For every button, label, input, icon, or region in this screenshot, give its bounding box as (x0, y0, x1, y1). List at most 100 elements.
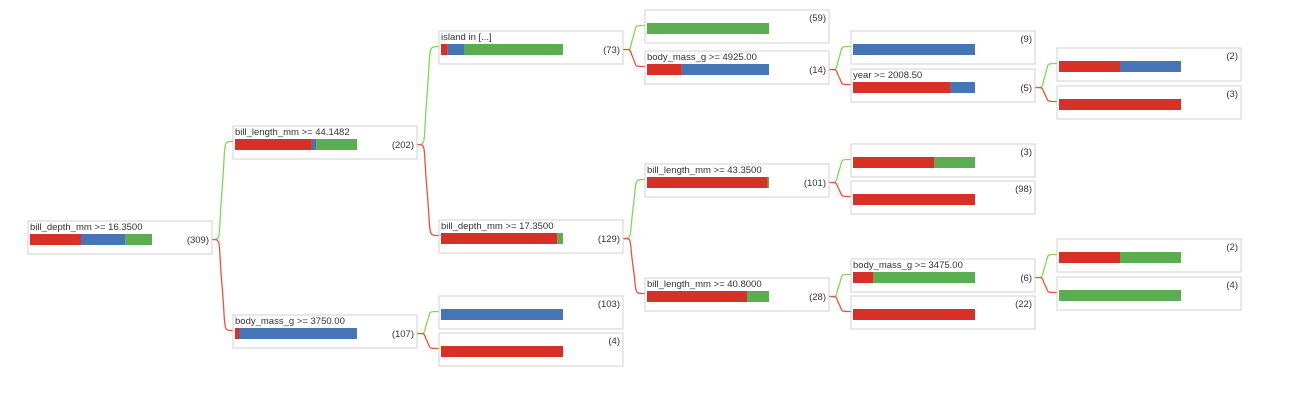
distribution-segment-class-c (767, 177, 769, 188)
distribution-segment-class-b (1120, 61, 1181, 72)
tree-node-n17[interactable]: (2) (1056, 47, 1242, 82)
distribution-segment-class-a (441, 44, 448, 55)
distribution-segment-class-b (311, 139, 317, 150)
node-sample-count: (129) (598, 234, 620, 245)
distribution-segment-class-c (1059, 290, 1181, 301)
distribution-segment-class-c (316, 139, 357, 150)
distribution-segment-class-b (239, 328, 357, 339)
node-sample-count: (14) (809, 65, 826, 76)
edge-n0-n1-true-branch (211, 140, 234, 241)
edge-n9-n13-true-branch (828, 158, 852, 184)
distribution-segment-class-a (235, 328, 240, 339)
node-sample-count: (3) (1226, 89, 1238, 100)
tree-node-n2[interactable]: body_mass_g >= 3750.00 (107) (232, 314, 418, 349)
edge-n3-n7-true-branch (622, 24, 646, 51)
node-sample-count: (73) (603, 45, 620, 56)
tree-edges (211, 24, 1058, 350)
node-sample-count: (6) (1020, 273, 1032, 284)
node-sample-count: (59) (809, 13, 826, 24)
distribution-segment-class-b (681, 64, 769, 75)
node-sample-count: (202) (392, 140, 414, 151)
node-sample-count: (107) (392, 329, 414, 340)
distribution-segment-class-a (235, 139, 312, 150)
tree-node-n10[interactable]: bill_length_mm >= 40.8000(28) (644, 277, 830, 312)
edge-n1-n4-false-branch (416, 143, 440, 237)
node-sample-count: (4) (1226, 280, 1238, 291)
node-split-label: year >= 2008.50 (853, 70, 922, 81)
node-split-label: body_mass_g >= 4925.00 (647, 52, 757, 63)
node-split-label: bill_length_mm >= 44.1482 (235, 127, 350, 138)
node-sample-count: (101) (804, 178, 826, 189)
distribution-segment-class-a (647, 64, 682, 75)
distribution-segment-class-c (1120, 252, 1181, 263)
tree-node-n5[interactable]: (103) (438, 295, 624, 330)
distribution-segment-class-b (441, 309, 563, 320)
node-sample-count: (5) (1020, 83, 1032, 94)
node-split-label: body_mass_g >= 3750.00 (235, 316, 345, 327)
distribution-segment-class-c (934, 157, 975, 168)
edge-n1-n3-true-branch (416, 45, 440, 146)
edge-n2-n5-true-branch (416, 310, 440, 335)
distribution-segment-class-a (853, 82, 951, 93)
distribution-segment-class-a (853, 272, 874, 283)
tree-node-n8[interactable]: body_mass_g >= 4925.00 (14) (644, 50, 830, 85)
node-split-label: bill_length_mm >= 43.3500 (647, 165, 762, 176)
tree-node-n20[interactable]: (4) (1056, 276, 1242, 311)
tree-node-n13[interactable]: (3) (850, 143, 1036, 178)
distribution-segment-class-a (1059, 99, 1181, 110)
edge-n0-n2-false-branch (211, 238, 234, 332)
edge-n4-n10-false-branch (622, 237, 646, 295)
node-split-label: bill_depth_mm >= 17.3500 (441, 221, 554, 232)
node-sample-count: (22) (1015, 299, 1032, 310)
tree-node-n12[interactable]: year >= 2008.50 (5) (850, 68, 1036, 103)
distribution-segment-class-c (125, 234, 152, 245)
tree-node-n14[interactable]: (98) (850, 180, 1036, 215)
distribution-segment-class-b (853, 44, 975, 55)
edge-n12-n17-true-branch (1034, 62, 1058, 89)
tree-node-n6[interactable]: (4) (438, 332, 624, 367)
distribution-segment-class-a (441, 346, 563, 357)
node-sample-count: (4) (608, 336, 620, 347)
tree-node-n7[interactable]: (59) (644, 9, 830, 44)
node-sample-count: (2) (1226, 242, 1238, 253)
distribution-segment-class-a (853, 157, 935, 168)
tree-node-n3[interactable]: island in [...](73) (438, 30, 624, 65)
node-sample-count: (3) (1020, 147, 1032, 158)
tree-node-n9[interactable]: bill_length_mm >= 43.3500 (101) (644, 163, 830, 198)
tree-node-n4[interactable]: bill_depth_mm >= 17.3500 (129) (438, 219, 624, 254)
edge-n8-n12-false-branch (828, 68, 852, 86)
distribution-segment-class-a (647, 177, 768, 188)
distribution-segment-class-a (1059, 61, 1120, 72)
edge-n15-n20-false-branch (1034, 276, 1058, 294)
distribution-segment-class-c (557, 233, 563, 244)
distribution-segment-class-a (1059, 252, 1120, 263)
distribution-segment-class-c (647, 23, 769, 34)
tree-node-n16[interactable]: (22) (850, 295, 1036, 330)
distribution-segment-class-a (441, 233, 558, 244)
distribution-segment-class-a (30, 234, 81, 245)
distribution-segment-class-c (464, 44, 563, 55)
edge-n15-n19-true-branch (1034, 253, 1058, 279)
tree-node-n1[interactable]: bill_length_mm >= 44.1482 (202) (232, 125, 418, 160)
edge-n10-n15-true-branch (828, 273, 852, 298)
edge-n8-n11-true-branch (828, 45, 852, 71)
edge-n10-n16-false-branch (828, 295, 852, 313)
distribution-segment-class-c (747, 291, 769, 302)
node-split-label: bill_depth_mm >= 16.3500 (30, 222, 143, 233)
tree-node-n11[interactable]: (9) (850, 30, 1036, 65)
distribution-segment-class-a (647, 291, 748, 302)
edge-n2-n6-false-branch (416, 332, 440, 350)
node-sample-count: (103) (598, 299, 620, 310)
distribution-segment-class-c (873, 272, 975, 283)
node-split-label: bill_length_mm >= 40.8000 (647, 279, 762, 290)
distribution-segment-class-a (853, 309, 975, 320)
tree-node-n18[interactable]: (3) (1056, 85, 1242, 120)
tree-node-n15[interactable]: body_mass_g >= 3475.00 (6) (850, 258, 1036, 293)
node-split-label: body_mass_g >= 3475.00 (853, 260, 963, 271)
tree-node-n19[interactable]: (2) (1056, 238, 1242, 273)
edge-n9-n14-false-branch (828, 181, 852, 198)
tree-node-n0[interactable]: bill_depth_mm >= 16.3500(309) (27, 220, 213, 255)
edge-n4-n9-true-branch (622, 178, 646, 240)
distribution-segment-class-a (853, 194, 975, 205)
